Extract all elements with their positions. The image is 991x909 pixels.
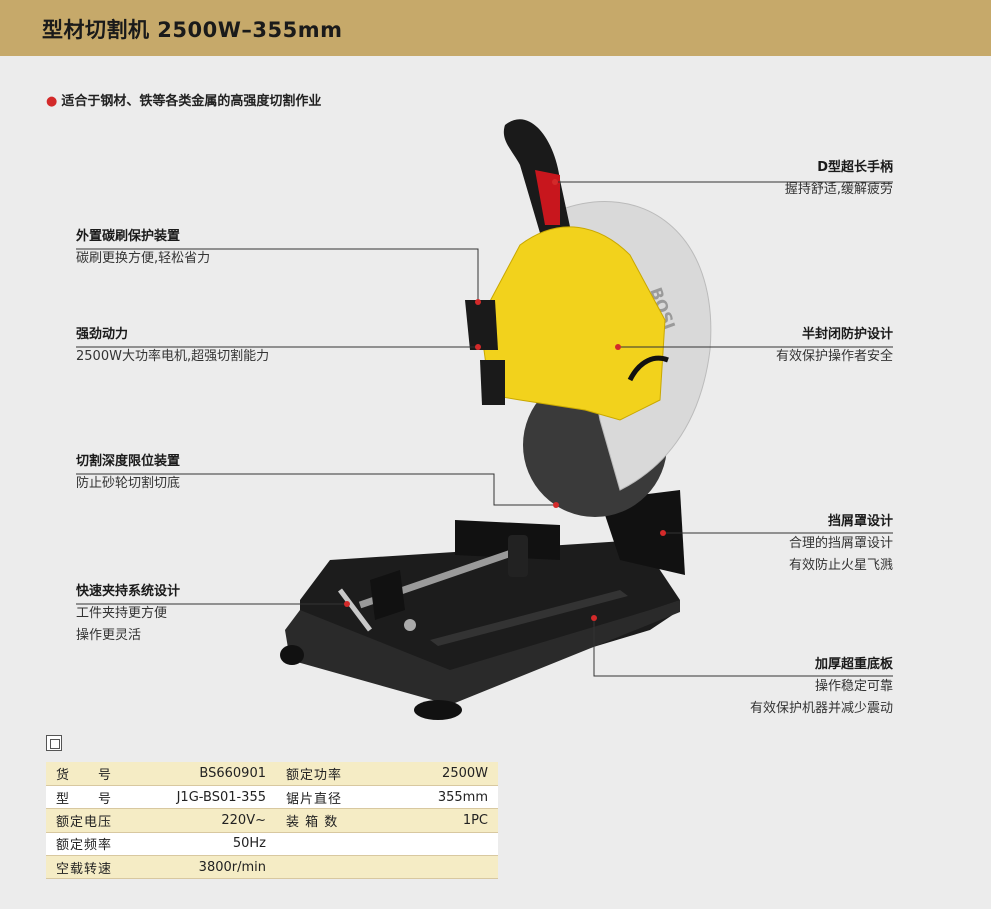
table-cell: 220V~: [126, 808, 276, 833]
callout-dot-brush: [475, 299, 481, 305]
tagline-text: 适合于钢材、铁等各类金属的高强度切割作业: [61, 94, 322, 109]
table-cell: 锯片直径: [276, 785, 366, 810]
callout-line-depth: [76, 473, 556, 506]
feature-shield-desc: 合理的挡屑罩设计 有效防止火星飞溅: [788, 536, 893, 573]
table-cell: [276, 855, 366, 880]
table-cell: 额定电压: [46, 808, 126, 833]
table-cell: 空载转速: [46, 855, 126, 880]
table-cell: BS660901: [126, 762, 276, 786]
feature-brush-desc: 碳刷更换方便,轻松省力: [76, 251, 211, 266]
feature-guard-desc: 有效保护操作者安全: [775, 349, 893, 364]
header-bar: 型材切割机 2500W–355mm: [0, 0, 991, 56]
feature-clamp-desc: 工件夹持更方便 操作更灵活: [76, 606, 168, 643]
callout-line-base: [593, 618, 893, 677]
callout-lines: [76, 181, 893, 677]
callout-dot-handle: [552, 179, 558, 185]
callout-dots: [344, 179, 666, 621]
vise-jaw: [370, 570, 405, 620]
feature-clamp: 快速夹持系统设计 工件夹持更方便 操作更灵活: [76, 581, 180, 647]
motor-cap: [480, 360, 505, 405]
table-cell: [366, 855, 498, 880]
feature-guard-title: 半封闭防护设计: [801, 327, 893, 342]
base-edge: [285, 600, 680, 705]
vise-post: [508, 535, 528, 577]
feature-brush: 外置碳刷保护装置 碳刷更换方便,轻松省力: [76, 226, 210, 270]
feature-power-title: 强劲动力: [76, 327, 129, 342]
table-cell: 1PC: [366, 808, 498, 833]
table-cell: 额定频率: [46, 832, 126, 857]
callout-dot-power: [475, 344, 481, 350]
table-cell: [366, 832, 498, 857]
table-cell: 型 号: [46, 785, 126, 810]
feature-handle-title: D型超长手柄: [817, 160, 893, 175]
feature-base: 加厚超重底板 操作稳定可靠 有效保护机器并减少震动: [750, 654, 893, 720]
fence: [455, 520, 560, 560]
table-cell: J1G-BS01-355: [126, 785, 276, 810]
vise-handle: [338, 588, 372, 632]
feature-depth-desc: 防止砂轮切割切底: [76, 476, 181, 491]
motor-housing: [479, 226, 666, 421]
base-slot: [430, 590, 628, 646]
feature-handle-desc: 握持舒适,缓解疲劳: [784, 182, 893, 197]
bullet-icon: ●: [46, 94, 58, 109]
feature-power-desc: 2500W大功率电机,超强切割能力: [76, 349, 270, 364]
callout-dot-shield: [660, 530, 666, 536]
table-cell: 2500W: [366, 762, 498, 786]
base-foot-left: [280, 645, 304, 665]
feature-base-desc: 操作稳定可靠 有效保护机器并减少震动: [749, 679, 893, 716]
feature-depth-title: 切割深度限位装置: [76, 454, 181, 469]
feature-clamp-title: 快速夹持系统设计: [76, 584, 181, 599]
table-cell: 额定功率: [276, 762, 366, 786]
callout-dot-clamp: [344, 601, 350, 607]
feature-guard: 半封闭防护设计 有效保护操作者安全: [776, 324, 893, 368]
housing-arrow: [627, 355, 669, 382]
tagline: ●适合于钢材、铁等各类金属的高强度切割作业: [46, 90, 321, 109]
callout-line-brush: [76, 248, 479, 302]
table-cell: 货 号: [46, 762, 126, 786]
feature-handle: D型超长手柄 握持舒适,缓解疲劳: [785, 157, 893, 201]
feature-shield: 挡屑罩设计 合理的挡屑罩设计 有效防止火星飞溅: [789, 511, 893, 577]
table-cell: 355mm: [366, 785, 498, 810]
table-cell: 3800r/min: [126, 855, 276, 880]
callout-dot-depth: [553, 502, 559, 508]
page-title: 型材切割机 2500W–355mm: [42, 18, 343, 42]
feature-depth: 切割深度限位装置 防止砂轮切割切底: [76, 451, 180, 495]
feature-power: 强劲动力 2500W大功率电机,超强切割能力: [76, 324, 269, 368]
callout-dot-base: [591, 615, 597, 621]
feature-base-title: 加厚超重底板: [814, 657, 893, 672]
vise-bolt: [404, 619, 416, 631]
table-cell: 50Hz: [126, 832, 276, 857]
square-icon: [46, 735, 62, 751]
table-cell: 装 箱 数: [276, 808, 366, 833]
table-cell: [276, 832, 366, 857]
brush-cap: [465, 300, 498, 350]
feature-shield-title: 挡屑罩设计: [827, 514, 893, 529]
base-foot-front: [414, 700, 462, 720]
callout-dot-guard: [615, 344, 621, 350]
feature-brush-title: 外置碳刷保护装置: [76, 229, 181, 244]
